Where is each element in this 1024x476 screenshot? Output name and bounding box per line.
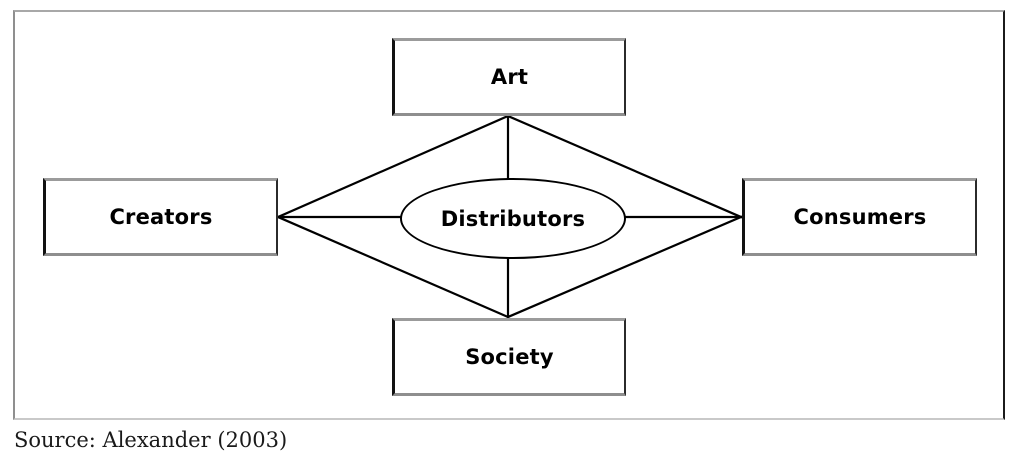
- node-art: Art: [392, 38, 626, 116]
- node-distributors-label: Distributors: [440, 206, 586, 231]
- node-consumers-label: Consumers: [793, 205, 927, 229]
- node-society-label: Society: [465, 345, 554, 369]
- node-society: Society: [392, 318, 626, 396]
- node-consumers: Consumers: [742, 178, 977, 256]
- ellipse-shape: [400, 178, 626, 259]
- node-creators-label: Creators: [109, 205, 213, 229]
- node-creators: Creators: [43, 178, 278, 256]
- figure-caption: Source: Alexander (2003): [14, 428, 288, 452]
- node-distributors: Distributors: [400, 178, 626, 259]
- node-art-label: Art: [490, 65, 529, 89]
